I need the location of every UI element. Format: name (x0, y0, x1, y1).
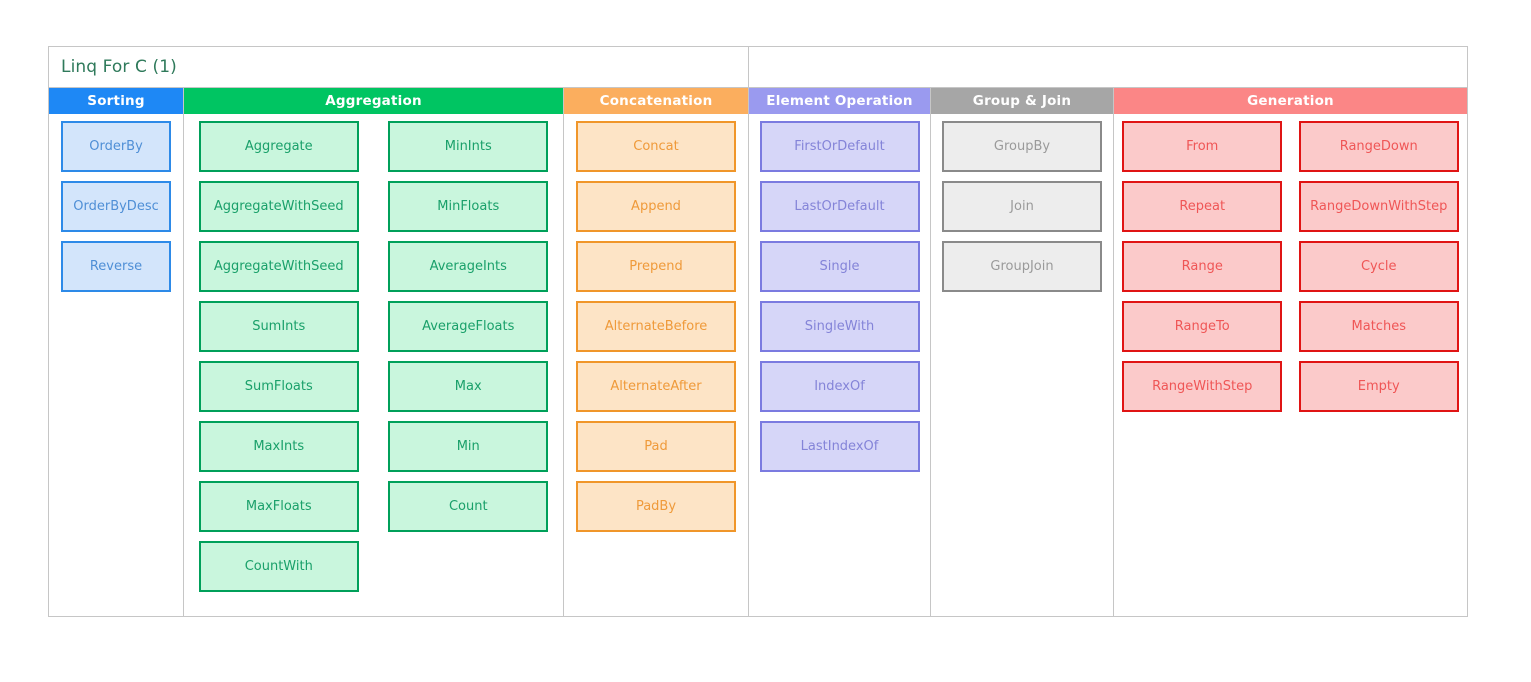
category-header-sorting[interactable]: Sorting (49, 88, 183, 115)
operator-node[interactable]: SumInts (198, 301, 359, 352)
operator-node[interactable]: OrderByDesc (61, 181, 171, 232)
operator-node[interactable]: FirstOrDefault (759, 121, 920, 172)
operator-node[interactable]: Concat (576, 121, 736, 172)
operator-node[interactable]: MinFloats (388, 181, 549, 232)
operator-node[interactable]: Min (388, 421, 549, 472)
operator-node[interactable]: RangeDown (1298, 121, 1459, 172)
category-header-generation[interactable]: Generation (1114, 88, 1467, 115)
operator-node[interactable]: RangeTo (1122, 301, 1283, 352)
operator-node[interactable]: Empty (1298, 361, 1459, 412)
title-row: Linq For C (1) (49, 47, 1467, 88)
operator-node[interactable]: Cycle (1298, 241, 1459, 292)
operator-node[interactable]: Append (576, 181, 736, 232)
page-title: Linq For C (1) (61, 57, 177, 77)
operator-node[interactable]: AlternateAfter (576, 361, 736, 412)
operator-node[interactable]: RangeWithStep (1122, 361, 1283, 412)
operator-node[interactable]: AlternateBefore (576, 301, 736, 352)
operator-node[interactable]: SumFloats (198, 361, 359, 412)
title-cell-empty (749, 47, 1467, 87)
operator-node[interactable]: Count (388, 481, 549, 532)
category-header-aggregation[interactable]: Aggregation (184, 88, 563, 115)
operator-node[interactable]: Single (759, 241, 920, 292)
operator-node[interactable]: MaxInts (198, 421, 359, 472)
operator-node[interactable]: Repeat (1122, 181, 1283, 232)
category-header-concatenation[interactable]: Concatenation (564, 88, 748, 115)
operator-node[interactable]: Prepend (576, 241, 736, 292)
operator-node[interactable]: OrderBy (61, 121, 171, 172)
operator-node[interactable]: Pad (576, 421, 736, 472)
operator-node[interactable]: AverageFloats (388, 301, 549, 352)
operator-node[interactable]: SingleWith (759, 301, 920, 352)
operator-node[interactable]: LastIndexOf (759, 421, 920, 472)
operator-node[interactable]: Range (1122, 241, 1283, 292)
category-header-element-operation[interactable]: Element Operation (749, 88, 930, 115)
operator-node[interactable]: GroupJoin (942, 241, 1102, 292)
operator-node[interactable]: LastOrDefault (759, 181, 920, 232)
operator-node[interactable]: AggregateWithSeed (198, 181, 359, 232)
operator-node[interactable]: AverageInts (388, 241, 549, 292)
operator-node[interactable]: CountWith (198, 541, 359, 592)
operator-node[interactable]: RangeDownWithStep (1298, 181, 1459, 232)
operator-node[interactable]: MaxFloats (198, 481, 359, 532)
operator-node[interactable]: GroupBy (942, 121, 1102, 172)
operator-node[interactable]: Reverse (61, 241, 171, 292)
operator-node[interactable]: Matches (1298, 301, 1459, 352)
operator-node[interactable]: From (1122, 121, 1283, 172)
operator-node[interactable]: Join (942, 181, 1102, 232)
category-header-group-join[interactable]: Group & Join (931, 88, 1113, 115)
title-cell: Linq For C (1) (49, 47, 749, 87)
operator-node[interactable]: AggregateWithSeed (198, 241, 359, 292)
operator-node[interactable]: Aggregate (198, 121, 359, 172)
operator-node[interactable]: Max (388, 361, 549, 412)
operator-node[interactable]: IndexOf (759, 361, 920, 412)
operator-node[interactable]: MinInts (388, 121, 549, 172)
operator-node[interactable]: PadBy (576, 481, 736, 532)
